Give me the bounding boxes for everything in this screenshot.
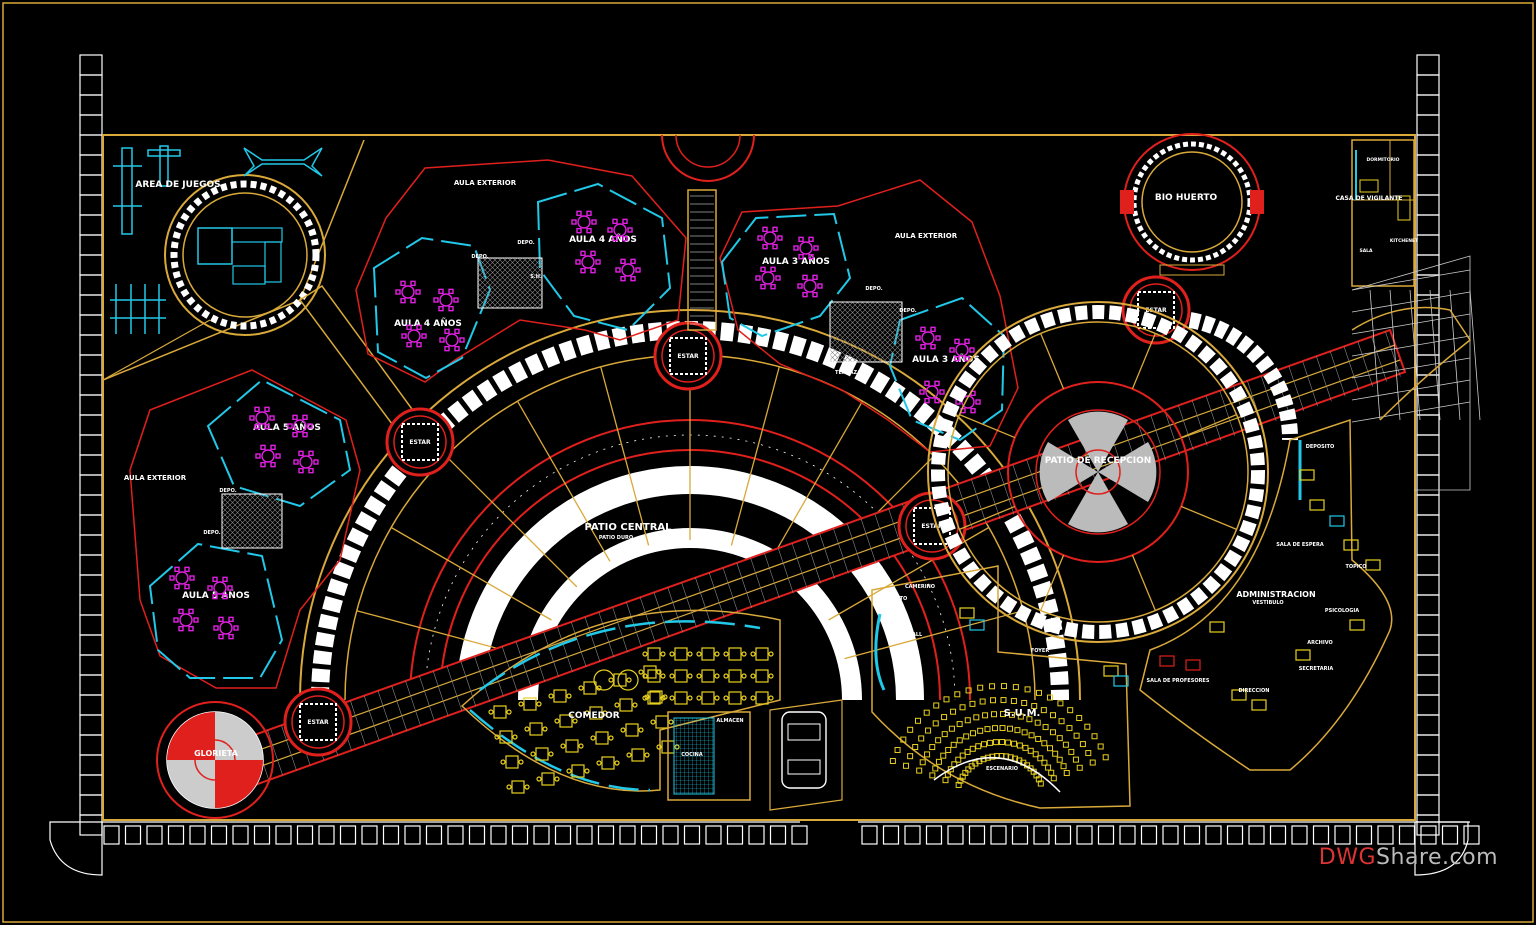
- site-boundary: [102, 134, 1416, 821]
- sum-label: S.U.M.: [1004, 708, 1041, 719]
- patio-recepcion: PATIO DE RECEPCION: [927, 301, 1269, 643]
- classroom-tables: [169, 210, 981, 640]
- depo-label-6: DEPO.: [203, 530, 220, 536]
- comedor: COMEDOR COCINA ALMACEN: [460, 609, 781, 801]
- hall-label: HALL: [908, 632, 923, 638]
- aula-4anos-label-2: AULA 4 AÑOS: [394, 318, 462, 329]
- depo-label-5: DEPO.: [219, 488, 236, 494]
- sh-label-1: S.H.: [530, 274, 542, 280]
- dwgshare-watermark: DWGShare.com: [1319, 845, 1498, 870]
- almacen-label: ALMACEN: [716, 718, 743, 724]
- bio-huerto-label: BIO HUERTO: [1155, 193, 1218, 203]
- patio-recepcion-label: PATIO DE RECEPCION: [1045, 456, 1152, 466]
- estar-label-2: ESTAR: [409, 439, 431, 446]
- deposito-label-1: DEPOSITO: [879, 596, 908, 602]
- watermark-brand-a: DWG: [1318, 845, 1377, 870]
- sala-profesores-label: SALA DE PROFESORES: [1147, 678, 1210, 684]
- archivo-label: ARCHIVO: [1307, 640, 1332, 646]
- estar-label-1: ESTAR: [677, 353, 699, 360]
- aula-5anos-label-1: AULA 5 AÑOS: [253, 422, 321, 433]
- vestibulo-label: VESTIBULO: [1252, 600, 1283, 606]
- casa-vigilante: DORMITORIO CASA DE VIGILANTE SALA KITCHE…: [1336, 139, 1419, 287]
- aula-exterior-label-1: AULA EXTERIOR: [454, 179, 517, 187]
- sala-label: SALA: [1359, 248, 1373, 254]
- cocina-label: COCINA: [681, 752, 703, 758]
- entry-tree: [1351, 306, 1472, 421]
- patio-central-label: PATIO CENTRAL: [584, 522, 672, 533]
- deposito-label-2: DEPOSITO: [1306, 444, 1335, 450]
- comedor-label: COMEDOR: [568, 711, 619, 721]
- sum-auditorium: S.U.M. ESCENARIO DEPOSITO CAMERINO HALL …: [871, 565, 1131, 809]
- topico-label: TOPICO: [1345, 564, 1366, 570]
- secretaria-label: SECRETARIA: [1299, 666, 1334, 672]
- glorieta-label: GLORIETA: [194, 749, 239, 758]
- aula-3anos-label-1: AULA 3 AÑOS: [762, 256, 830, 267]
- aula-5anos-label-2: AULA 5 AÑOS: [182, 590, 250, 601]
- top-circle: [661, 134, 755, 331]
- casa-vigilante-label: CASA DE VIGILANTE: [1336, 195, 1403, 202]
- aula-exterior-label-2: AULA EXTERIOR: [895, 232, 958, 240]
- terraza-label: TERRAZA: [835, 370, 861, 376]
- patio-arc-walk: [1188, 312, 1299, 441]
- estar-label-4: ESTAR: [307, 719, 329, 726]
- camerino-label: CAMERINO: [905, 584, 935, 590]
- depo-label-3: DEPO.: [865, 286, 882, 292]
- patio-duro-label: PATIO DURO: [599, 535, 633, 541]
- play-area: AREA DE JUEGOS: [102, 139, 365, 381]
- estar-label-3: ESTAR: [921, 523, 943, 530]
- dormitorio-label: DORMITORIO: [1366, 157, 1399, 163]
- glorieta: GLORIETA: [156, 701, 274, 819]
- escenario-label: ESCENARIO: [986, 766, 1018, 772]
- parking-area: [769, 699, 843, 811]
- classroom-4anos: AULA EXTERIOR AULA 4 AÑOS AULA 4 AÑOS DE…: [355, 159, 687, 383]
- watermark-brand-b: Share.com: [1376, 845, 1498, 870]
- sala-espera-label: SALA DE ESPERA: [1276, 542, 1324, 548]
- aula-exterior-label-3: AULA EXTERIOR: [124, 474, 187, 482]
- classroom-3anos: AULA EXTERIOR AULA 3 AÑOS AULA 3 AÑOS DE…: [719, 179, 1019, 453]
- area-juegos-label: AREA DE JUEGOS: [135, 180, 220, 190]
- entrance-paving-grid: [1351, 255, 1481, 491]
- aula-3anos-label-2: AULA 3 AÑOS: [912, 354, 980, 365]
- depo-label-2: DEPO.: [517, 240, 534, 246]
- classroom-5anos: AULA EXTERIOR AULA 5 AÑOS AULA 5 AÑOS DE…: [124, 369, 361, 689]
- kitchenet-label: KITCHENET: [1390, 238, 1419, 244]
- bio-huerto: BIO HUERTO: [1120, 133, 1264, 276]
- foyer-label: FOYER: [1031, 648, 1050, 654]
- direccion-label: DIRECCION: [1239, 688, 1270, 694]
- psicologia-label: PSICOLOGIA: [1325, 608, 1359, 614]
- aula-4anos-label-1: AULA 4 AÑOS: [569, 234, 637, 245]
- estar-label-5: ESTAR: [1145, 307, 1167, 314]
- administracion: ADMINISTRACION VESTIBULO DEPOSITO TOPICO…: [959, 418, 1393, 771]
- administracion-label: ADMINISTRACION: [1236, 590, 1315, 599]
- depo-label-4: DEPO.: [899, 308, 916, 314]
- depo-label-1: DEPO.: [471, 254, 488, 260]
